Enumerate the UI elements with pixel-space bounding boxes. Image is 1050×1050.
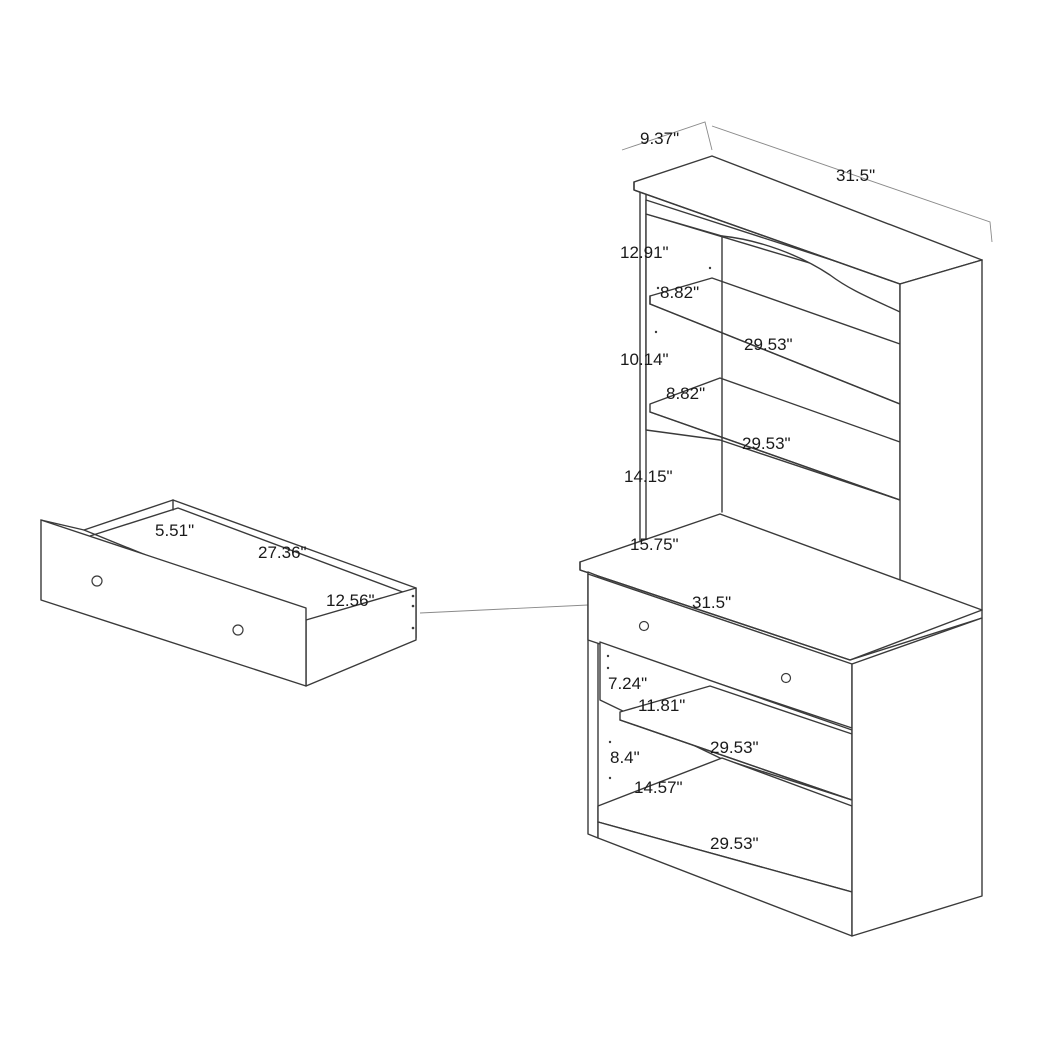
- label-hutch-middle-opening: 10.14": [620, 350, 669, 369]
- label-base-bottom-depth: 14.57": [634, 778, 683, 797]
- label-hutch-shelf2-width: 29.53": [742, 434, 791, 453]
- hutch-shelf-2-edge: [649, 411, 901, 501]
- drawer-inner-edge: [89, 507, 409, 595]
- shelf-pin-hole: [606, 654, 610, 658]
- drawer-knob-left: [91, 575, 103, 587]
- hutch-shelf-1-edge-2: [649, 303, 901, 405]
- label-base-shelf-depth: 11.81": [638, 696, 685, 715]
- label-base-width: 31.5": [692, 593, 731, 612]
- label-hutch-depth: 9.37": [640, 129, 679, 148]
- label-hutch-shelf1-width: 29.53": [744, 335, 793, 354]
- label-hutch-lower-opening: 14.15": [624, 467, 673, 486]
- label-base-depth: 15.75": [630, 535, 679, 554]
- shelf-pin-hole: [656, 286, 660, 290]
- shelf-pin-hole: [608, 740, 612, 744]
- label-base-upper-opening: 7.24": [608, 674, 647, 693]
- hutch-arch-apron: [645, 199, 901, 313]
- shelf-pin-hole: [654, 330, 658, 334]
- base-drawer-knob-left: [638, 620, 650, 632]
- drawer-hole: [411, 594, 415, 598]
- label-hutch-upper-opening: 12.91": [620, 243, 669, 262]
- base-right-side: [851, 617, 983, 937]
- label-drawer-height: 5.51": [155, 521, 194, 540]
- hutch-right-side: [899, 259, 983, 635]
- label-base-lower-opening: 8.4": [610, 748, 640, 767]
- label-drawer-depth: 12.56": [326, 591, 375, 610]
- dimension-labels: 9.37" 31.5" 12.91" 8.82" 29.53" 10.14" 8…: [155, 129, 875, 853]
- shelf-pin-hole: [708, 266, 712, 270]
- hutch: [621, 121, 993, 635]
- shelf-pin-hole: [608, 776, 612, 780]
- label-hutch-width: 31.5": [836, 166, 875, 185]
- label-hutch-shelf1-depth: 8.82": [660, 283, 699, 302]
- label-hutch-shelf2-depth: 8.82": [666, 384, 705, 403]
- drawer: [40, 499, 417, 687]
- drawer-hole: [411, 626, 415, 630]
- base-cabinet: [579, 513, 983, 937]
- depth-guide: [621, 121, 713, 151]
- drawer-front-panel: [40, 519, 307, 687]
- base-drawer-knob-right: [780, 672, 792, 684]
- drawer-leader-line: [419, 604, 589, 614]
- label-drawer-width: 27.36": [258, 543, 307, 562]
- label-base-bottom-width: 29.53": [710, 834, 759, 853]
- drawer-top-edge: [40, 519, 85, 531]
- width-guide: [711, 125, 993, 243]
- base-top-front: [579, 561, 983, 661]
- base-shelf-edge: [619, 719, 853, 801]
- drawer-hole: [411, 604, 415, 608]
- shelf-pin-hole: [606, 666, 610, 670]
- label-base-shelf-width: 29.53": [710, 738, 759, 757]
- drawer-knob-right: [232, 624, 244, 636]
